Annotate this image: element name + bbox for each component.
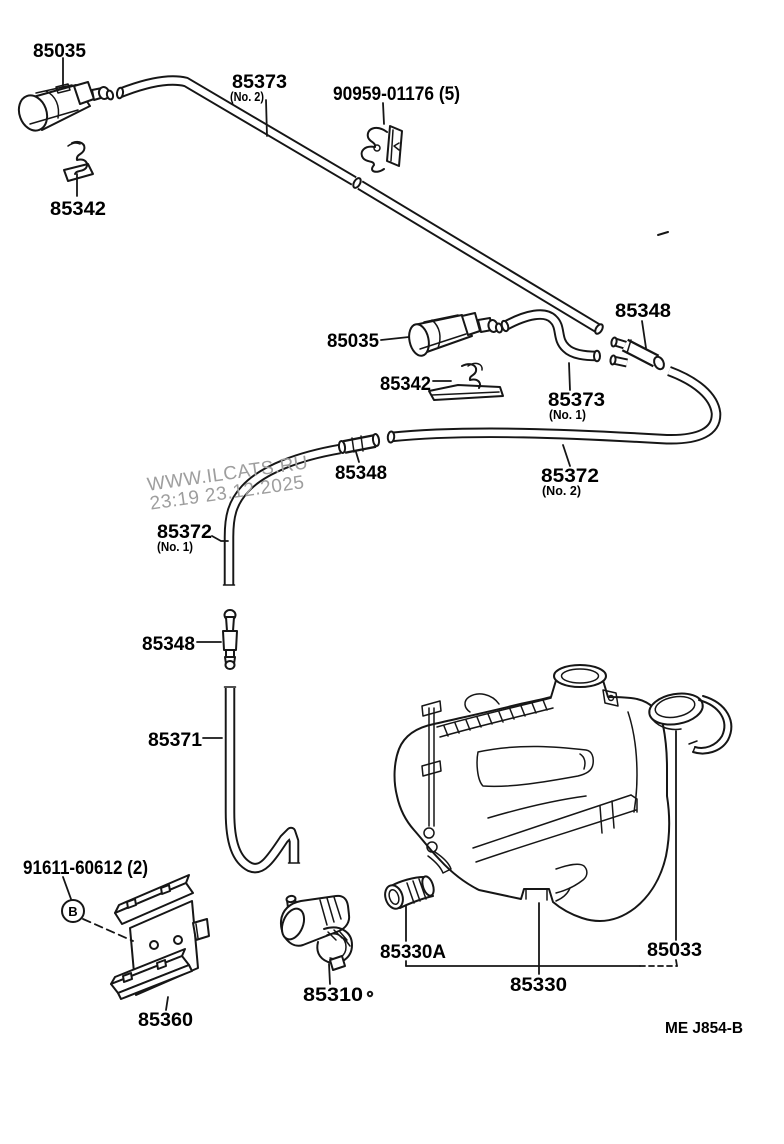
leader-screw [62, 876, 72, 900]
label-85372-no1: 85372 [157, 522, 212, 543]
label-85348-threeway: 85348 [615, 301, 671, 322]
circled-b-marker [61, 899, 85, 923]
screw-callout [61, 876, 134, 942]
label-85348-vertical: 85348 [142, 634, 195, 655]
label-85372-no2-note: (No. 2) [542, 483, 581, 498]
clip-top-spring [71, 140, 88, 175]
nozzle-clip-top-drawing [63, 140, 94, 182]
part-labels: 85035 85373 (No. 2) 90959-01176 (5) 8534… [23, 41, 743, 1037]
label-91611: 91611-60612 (2) [23, 858, 148, 879]
washer-pump-drawing [279, 894, 353, 971]
joint-inline-drawing [337, 433, 381, 454]
label-85372-no2: 85372 [541, 466, 599, 487]
label-85035-top: 85035 [33, 41, 86, 62]
hose-85373-no1-drawing [500, 309, 601, 363]
leader-85033 [675, 730, 678, 967]
joint-three-way-drawing [609, 336, 665, 371]
leader-85310 [328, 963, 331, 985]
hose-85372-no2-drawing [386, 366, 722, 445]
screw-dashed-line [82, 918, 134, 942]
label-85373-no1: 85373 [548, 390, 605, 411]
label-85372-no1-note: (No. 1) [157, 539, 193, 554]
label-85310: 85310 [303, 985, 363, 1006]
washer-nozzle-top-drawing [17, 81, 115, 132]
leader-85360 [165, 996, 169, 1011]
leader-90959 [382, 102, 385, 125]
label-85342-top: 85342 [50, 199, 106, 220]
pump-clamp [316, 926, 353, 964]
nozzle-clip-mid-drawing [428, 362, 504, 401]
label-85373-no2-note: (No. 2) [230, 89, 264, 104]
joint-vertical-drawing [222, 609, 238, 670]
leader-85373-no1 [568, 362, 571, 391]
leader-85372-no1 [211, 535, 229, 542]
label-90959: 90959-01176 (5) [333, 84, 460, 105]
label-85035-mid: 85035 [327, 331, 379, 352]
label-circled-b: B [68, 904, 77, 919]
cap-tether [694, 699, 726, 749]
label-85348-inline: 85348 [335, 463, 387, 484]
label-85033: 85033 [647, 940, 702, 961]
jar-bracket-drawing [110, 874, 210, 1000]
figure-code: ME J854-B [665, 1020, 743, 1037]
washer-jar-drawing [393, 664, 671, 922]
label-85360: 85360 [138, 1010, 193, 1031]
hose-clamp-drawing [360, 125, 403, 173]
leader-85035-mid [380, 336, 410, 341]
label-85330a: 85330A [380, 942, 446, 963]
hose-85373-no2-drawing [115, 75, 604, 335]
label-85342-mid: 85342 [380, 374, 431, 395]
stray-mark [657, 231, 669, 236]
grommet-drawing [384, 875, 435, 910]
label-85373-no1-note: (No. 1) [549, 407, 586, 422]
stray-dot [366, 990, 374, 998]
leader-85348-inline [355, 451, 360, 463]
washer-nozzle-mid-drawing [408, 312, 504, 357]
leader-85348-threeway [641, 320, 647, 349]
leader-85372-no2 [562, 444, 571, 467]
hose-85371-drawing [223, 686, 301, 874]
label-85330: 85330 [510, 975, 567, 996]
hose-85372-no1-drawing [222, 443, 341, 586]
leader-85373-no2 [265, 99, 268, 137]
label-85371: 85371 [148, 730, 202, 751]
clip-mid-spring [461, 363, 481, 389]
leader-lines [62, 57, 678, 1011]
jar-cap-drawing [648, 692, 733, 755]
label-85373-no2: 85373 [232, 72, 287, 93]
